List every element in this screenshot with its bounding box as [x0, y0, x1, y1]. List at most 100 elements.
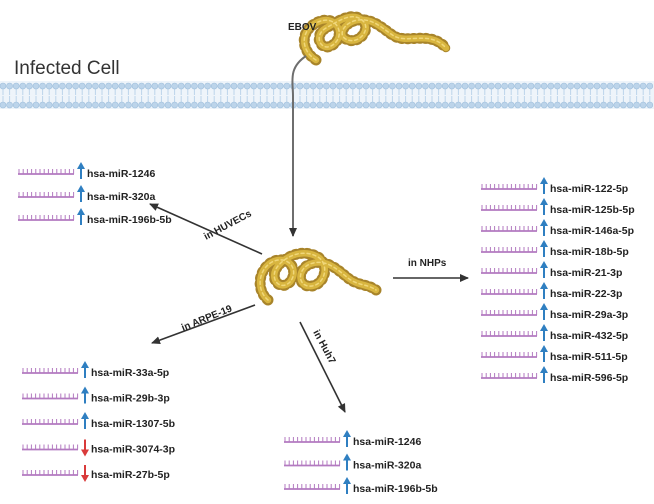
mirna-name: hsa-miR-596-5p — [550, 372, 628, 384]
mirna-item: hsa-miR-196b-5b — [284, 477, 438, 495]
mirna-item: hsa-miR-22-3p — [481, 282, 622, 300]
rna-strand-icon — [481, 373, 538, 379]
mirna-name: hsa-miR-1246 — [87, 168, 155, 180]
rna-strand-icon — [18, 215, 75, 221]
up-arrow-icon — [540, 177, 548, 194]
mirna-name: hsa-miR-432-5p — [550, 330, 628, 342]
mirna-name: hsa-miR-320a — [87, 191, 155, 203]
mirna-name: hsa-miR-196b-5b — [87, 214, 172, 226]
mirna-name: hsa-miR-21-3p — [550, 267, 622, 279]
virus-label: EBOV — [288, 22, 317, 33]
rna-strand-icon — [18, 192, 75, 198]
down-arrow-icon — [81, 465, 89, 482]
rna-strand-icon — [18, 169, 75, 175]
mirna-item: hsa-miR-320a — [284, 453, 421, 472]
rna-strand-icon — [22, 368, 79, 374]
up-arrow-icon — [540, 219, 548, 236]
rna-strand-icon — [481, 205, 538, 211]
up-arrow-icon — [540, 240, 548, 257]
rna-strand-icon — [481, 310, 538, 316]
up-arrow-icon — [540, 303, 548, 320]
up-arrow-icon — [343, 453, 351, 471]
up-arrow-icon — [343, 430, 351, 447]
rna-strand-icon — [22, 444, 79, 451]
up-arrow-icon — [540, 324, 548, 341]
entry-arrow — [289, 55, 307, 237]
rna-strand-icon — [481, 331, 538, 337]
mirna-item: hsa-miR-1307-5b — [22, 412, 175, 430]
mirna-list-arpe19: hsa-miR-33a-5p hsa-miR-29b-3p hsa-miR-1307… — [22, 361, 175, 482]
label-huvecs: in HUVECs — [202, 208, 254, 242]
rna-strand-icon — [481, 226, 538, 232]
up-arrow-icon — [81, 412, 89, 429]
rna-strand-icon — [22, 419, 79, 425]
mirna-name: hsa-miR-122-5p — [550, 183, 628, 195]
rna-strand-icon — [284, 437, 341, 443]
up-arrow-icon — [77, 162, 85, 179]
rna-strand-icon — [481, 247, 538, 253]
up-arrow-icon — [77, 185, 85, 202]
label-huh7: in Huh7 — [310, 328, 337, 366]
mirna-name: hsa-miR-29b-3p — [91, 393, 170, 405]
mirna-item: hsa-miR-511-5p — [481, 345, 628, 363]
mirna-list-nhps: hsa-miR-122-5p hsa-miR-125b-5p hsa-miR-146… — [481, 177, 635, 384]
mirna-item: hsa-miR-122-5p — [481, 177, 628, 195]
mirna-name: hsa-miR-146a-5p — [550, 225, 634, 237]
mirna-item: hsa-miR-196b-5b — [18, 208, 172, 226]
ebov-virus-inside-icon — [254, 247, 382, 306]
rna-strand-icon — [481, 268, 538, 274]
mirna-name: hsa-miR-18b-5p — [550, 246, 629, 258]
mirna-lists: hsa-miR-1246hsa-miR-320ahsa-miR-196b-5bh… — [18, 162, 635, 495]
arrow-huh7 — [299, 321, 346, 413]
rna-strand-icon — [481, 184, 538, 190]
mirna-item: hsa-miR-596-5p — [481, 366, 628, 384]
mirna-name: hsa-miR-1307-5b — [91, 418, 175, 430]
mirna-list-huvecs: hsa-miR-1246 hsa-miR-320a hsa-miR-196b-5b — [18, 162, 172, 226]
mirna-name: hsa-miR-3074-3p — [91, 444, 175, 456]
label-arpe19: in ARPE-19 — [180, 303, 234, 333]
mirna-name: hsa-miR-125b-5p — [550, 204, 635, 216]
rna-strand-icon — [22, 470, 79, 476]
rna-strand-icon — [22, 393, 79, 400]
mirna-item: hsa-miR-432-5p — [481, 324, 628, 342]
mirna-item: hsa-miR-33a-5p — [22, 361, 169, 379]
rna-strand-icon — [481, 352, 538, 358]
up-arrow-icon — [77, 208, 85, 225]
up-arrow-icon — [81, 386, 89, 404]
mirna-item: hsa-miR-29a-3p — [481, 303, 628, 321]
mirna-name: hsa-miR-33a-5p — [91, 367, 169, 379]
mirna-name: hsa-miR-27b-5p — [91, 469, 170, 481]
mirna-name: hsa-miR-511-5p — [550, 351, 628, 363]
mirna-item: hsa-miR-27b-5p — [22, 465, 170, 482]
label-nhps: in NHPs — [408, 258, 447, 269]
ebov-virus-icon — [298, 11, 452, 66]
mirna-name: hsa-miR-196b-5b — [353, 483, 438, 495]
up-arrow-icon — [540, 198, 548, 215]
rna-strand-icon — [284, 460, 341, 467]
rna-strand-icon — [481, 289, 538, 295]
cell-membrane — [0, 81, 654, 109]
mirna-name: hsa-miR-29a-3p — [550, 309, 628, 321]
mirna-item: hsa-miR-21-3p — [481, 261, 622, 279]
up-arrow-icon — [540, 261, 548, 278]
down-arrow-icon — [81, 439, 89, 457]
mirna-item: hsa-miR-18b-5p — [481, 240, 629, 258]
mirna-item: hsa-miR-125b-5p — [481, 198, 635, 216]
mirna-name: hsa-miR-22-3p — [550, 288, 622, 300]
up-arrow-icon — [81, 361, 89, 378]
mirna-name: hsa-miR-1246 — [353, 436, 421, 448]
arrow-arpe19 — [151, 304, 256, 344]
mirna-list-huh7: hsa-miR-1246 hsa-miR-320a hsa-miR-196b-5b — [284, 430, 438, 495]
mirna-item: hsa-miR-320a — [18, 185, 155, 203]
mirna-item: hsa-miR-1246 — [18, 162, 155, 180]
mirna-name: hsa-miR-320a — [353, 460, 421, 472]
mirna-item: hsa-miR-3074-3p — [22, 439, 175, 457]
mirna-item: hsa-miR-146a-5p — [481, 219, 634, 237]
cell-label: Infected Cell — [14, 58, 120, 79]
up-arrow-icon — [540, 282, 548, 299]
mirna-item: hsa-miR-1246 — [284, 430, 421, 448]
rna-strand-icon — [284, 484, 341, 490]
arrow-huvecs — [149, 203, 263, 255]
up-arrow-icon — [540, 366, 548, 383]
